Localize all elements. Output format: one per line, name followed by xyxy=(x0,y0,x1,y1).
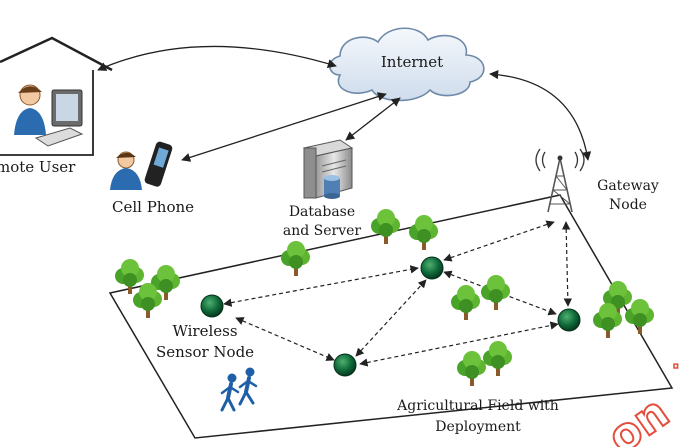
sensor-node-icon xyxy=(333,353,357,377)
user-icon xyxy=(14,84,46,135)
tree-icon xyxy=(483,341,512,376)
cell-phone-label: Cell Phone xyxy=(112,198,194,216)
internet-cloud: Internet xyxy=(329,27,485,102)
link-phone-internet xyxy=(181,92,387,162)
server-label: and Server xyxy=(283,223,362,239)
link-internet-gateway xyxy=(489,70,592,161)
sensor-node-icon xyxy=(200,294,224,318)
internet-label: Internet xyxy=(381,53,443,71)
link-server-internet xyxy=(345,97,401,141)
remote-user-label: mote User xyxy=(0,158,76,176)
sensor-node-icon xyxy=(557,308,581,332)
deployment-label: Deployment xyxy=(435,419,521,435)
computer-icon xyxy=(34,89,84,147)
people-icon xyxy=(220,367,258,412)
tree-icon xyxy=(625,299,654,334)
tree-icon xyxy=(481,275,510,310)
database-icon xyxy=(324,175,340,199)
tree-icon xyxy=(457,351,486,386)
sensor-node-label: Sensor Node xyxy=(156,343,254,361)
sensor-node-icon xyxy=(420,256,444,280)
user-icon xyxy=(110,151,142,190)
tree-icon xyxy=(409,215,438,250)
tree-icon xyxy=(371,209,400,244)
database-label: Database xyxy=(289,204,355,220)
house-icon xyxy=(0,36,113,156)
watermark-text: on xyxy=(599,387,679,447)
tree-icon xyxy=(281,241,310,276)
watermark-dot: . xyxy=(672,349,680,373)
wireless-label: Wireless xyxy=(172,322,237,340)
agricultural-field xyxy=(108,194,674,439)
link-house-internet xyxy=(97,45,337,71)
antenna-icon xyxy=(535,148,585,213)
gateway-node-label: Node xyxy=(609,197,647,213)
field-label: Agricultural Field with xyxy=(396,398,559,414)
tree-icon xyxy=(451,285,480,320)
cell-phone-icon xyxy=(144,141,173,187)
watermark: on . xyxy=(598,348,681,447)
gateway-label: Gateway xyxy=(597,178,659,194)
sensor-links xyxy=(223,220,573,367)
